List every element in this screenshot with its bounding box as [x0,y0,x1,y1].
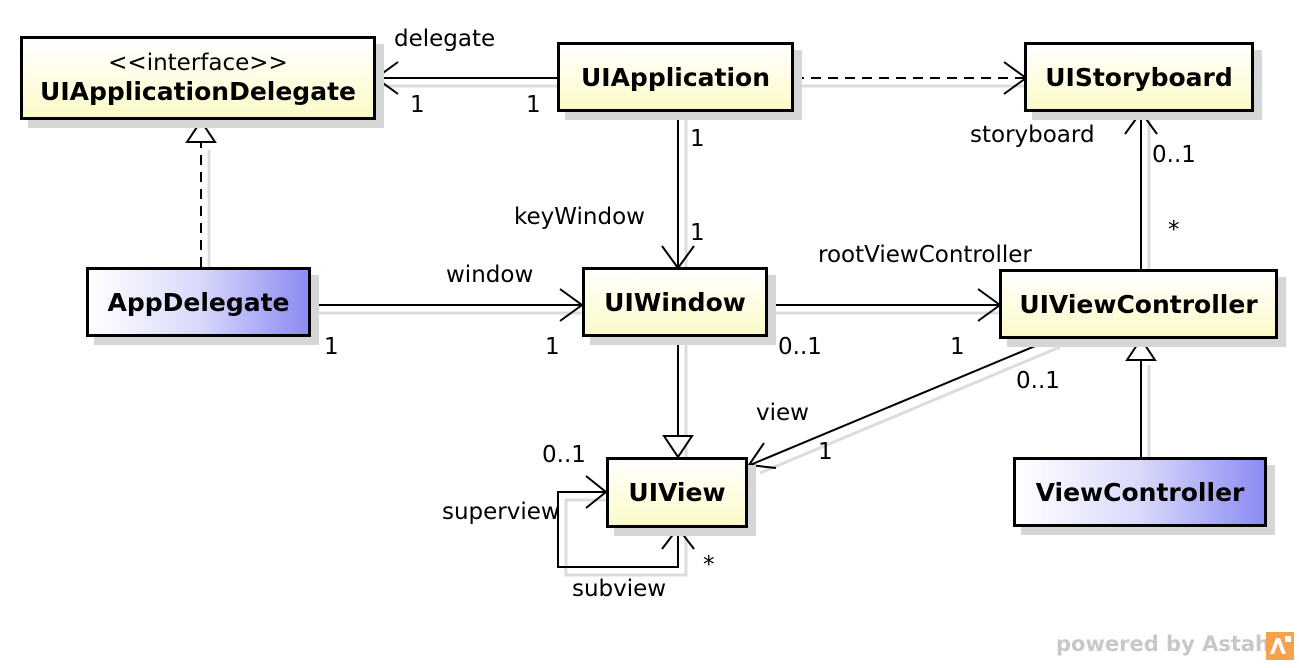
mult-keywindow-target: 1 [690,220,705,246]
class-ui-storyboard[interactable]: UIStoryboard [1024,42,1254,112]
role-view: view [756,400,809,426]
mult-view-target: 1 [818,439,833,465]
edge-dependency-storyboard [794,61,1028,95]
edge-generalization-uiwindow [662,337,694,459]
role-delegate: delegate [394,26,496,52]
mult-rootvc-target: 1 [950,334,965,360]
mult-window-source: 1 [324,334,339,360]
edge-generalization-viewcontroller [1125,337,1157,458]
edge-delegate [374,61,559,95]
mult-rootvc-source: 0..1 [778,334,822,360]
astah-watermark: powered by Astah [1056,632,1270,656]
class-ui-application-delegate[interactable]: <<interface>> UIApplicationDelegate [20,36,376,120]
edge-storyboard [1124,110,1158,270]
role-keywindow: keyWindow [514,204,645,230]
mult-storyboard-target: 0..1 [1152,142,1196,168]
role-window: window [446,262,534,288]
class-ui-view[interactable]: UIView [606,457,748,528]
astah-logo-icon [1266,632,1294,660]
mult-subview: * [703,552,715,578]
mult-keywindow-source: 1 [690,126,705,152]
class-name: UIStoryboard [1045,62,1233,92]
class-name: UIView [628,478,726,507]
class-name: UIApplication [580,62,771,92]
role-subview: subview [572,576,667,602]
mult-window-target: 1 [545,334,560,360]
edge-view [747,338,1053,469]
class-name: UIViewController [1019,289,1258,319]
class-ui-view-controller[interactable]: UIViewController [999,269,1278,339]
edge-rootviewcontroller [767,288,1002,322]
class-ui-window[interactable]: UIWindow [582,267,768,337]
class-name: AppDelegate [107,287,290,317]
mult-delegate-source: 1 [526,92,541,118]
mult-view-source: 0..1 [1016,368,1060,394]
class-name: UIWindow [604,287,746,317]
role-rootviewcontroller: rootViewController [818,242,1032,268]
stereotype-label: <<interface>> [108,50,288,76]
edge-shadows [207,84,1151,577]
class-ui-application[interactable]: UIApplication [557,42,794,112]
mult-storyboard-source: * [1168,217,1180,243]
role-superview: superview [442,499,560,525]
class-name: ViewController [1035,477,1245,507]
edge-realization-appdelegate [185,119,217,267]
class-view-controller[interactable]: ViewController [1013,457,1267,527]
class-app-delegate[interactable]: AppDelegate [86,267,311,337]
edge-window [311,288,584,322]
class-name: UIApplicationDelegate [40,77,356,106]
mult-superview: 0..1 [542,442,586,468]
role-storyboard: storyboard [970,122,1095,148]
mult-delegate-target: 1 [410,92,425,118]
